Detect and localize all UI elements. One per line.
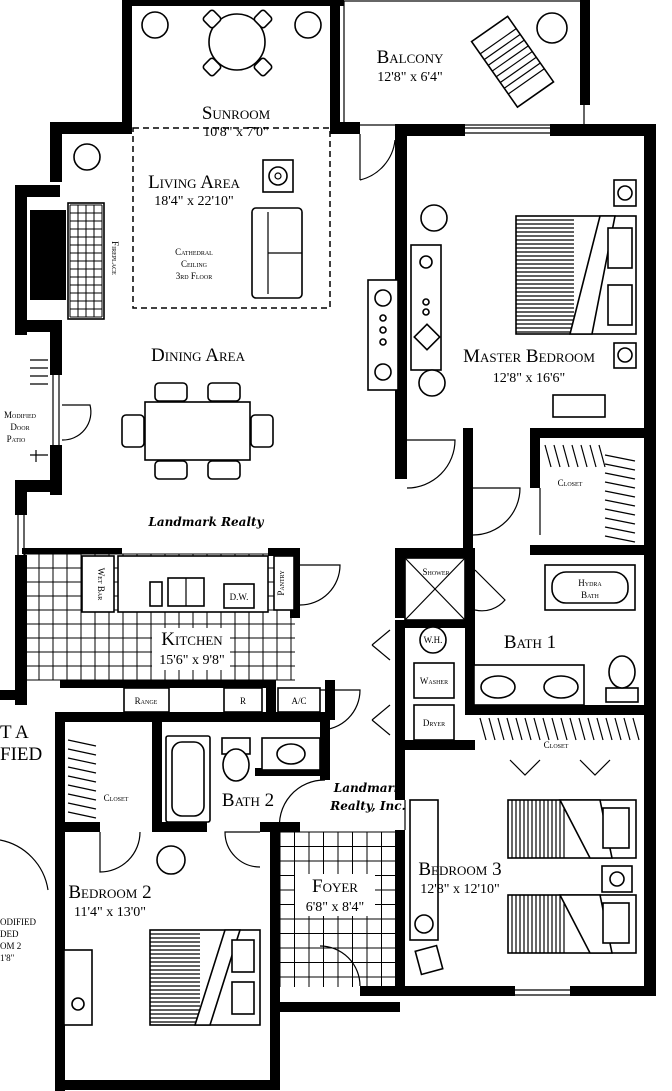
fireplace-grid: [69, 204, 103, 318]
dining-area-label: Dining Area: [151, 345, 246, 366]
foyer-label: Foyer: [312, 876, 358, 897]
dining-furniture: [121, 382, 274, 480]
patio-note-1: Modified: [4, 410, 37, 420]
bedroom2-label: Bedroom 2: [68, 882, 151, 903]
kitchen-dimensions: 15'6" x 9'8": [159, 653, 224, 668]
doors: [0, 134, 611, 987]
living-area-label: Living Area: [148, 172, 240, 193]
ceiling-note-1: Cathedral: [175, 247, 213, 257]
bath1-label: Bath 1: [504, 632, 556, 653]
edge-text-fied: FIED: [0, 744, 42, 765]
ceiling-note-3: 3rd Floor: [176, 271, 212, 281]
bath1-fixtures: [404, 557, 639, 741]
ac-label: A/C: [291, 696, 306, 706]
pantry-label: Pantry: [276, 570, 286, 596]
refrigerator-label: R: [240, 696, 246, 706]
sunroom-label: Sunroom: [202, 103, 271, 124]
washer-label: Washer: [420, 676, 448, 686]
edge-note-1: ODIFIED: [0, 917, 36, 927]
edge-note-4: 1'8": [0, 953, 15, 963]
edge-text-a: T A: [0, 722, 29, 743]
bedroom2-dimensions: 11'4" x 13'0": [74, 905, 146, 920]
master-furniture: [410, 179, 637, 418]
bedroom3-furniture: [409, 799, 637, 976]
hydra-label-2: Bath: [581, 590, 599, 600]
edge-note-3: OM 2: [0, 941, 21, 951]
bedroom2-closet-label: Closet: [104, 793, 129, 803]
bedroom3-closet-label: Closet: [544, 740, 569, 750]
ceiling-note-2: Ceiling: [181, 259, 208, 269]
hydra-label-1: Hydra: [578, 578, 602, 588]
patio-door-marks: [30, 359, 48, 462]
sunroom-furniture: [141, 9, 322, 77]
cathedral-ceiling-outline: [132, 127, 331, 309]
kitchen-label-bg: [152, 628, 230, 670]
balcony-dimensions: 12'8" x 6'4": [377, 70, 442, 85]
patio-note-2: Door: [10, 422, 29, 432]
island: [367, 279, 399, 391]
dryer-label: Dryer: [423, 718, 445, 728]
foyer-label-bg: [295, 874, 375, 916]
bath2-label: Bath 2: [222, 790, 274, 811]
wet-bar-label: Wet Bar: [96, 568, 106, 600]
balcony-label: Balcony: [377, 47, 444, 68]
water-heater-label: W.H.: [424, 635, 443, 645]
sunroom-dimensions: 10'8" x 7'0": [203, 125, 268, 140]
kitchen-fixtures: [81, 555, 321, 713]
bath2-fixtures: [165, 735, 321, 823]
balcony-furniture: [470, 12, 568, 109]
range-label: Range: [135, 696, 158, 706]
bedroom3-label: Bedroom 3: [418, 859, 501, 880]
bedroom2-closet: [67, 739, 97, 819]
living-area-dimensions: 18'4" x 22'10": [154, 194, 233, 209]
bedroom3-closet: [479, 717, 640, 741]
shower-label: Shower: [422, 567, 449, 577]
foyer-dimensions: 6'8" x 8'4": [306, 900, 364, 915]
edge-note-2: DED: [0, 929, 19, 939]
kitchen-label: Kitchen: [161, 629, 223, 650]
master-bedroom-label: Master Bedroom: [463, 346, 595, 367]
windows: [17, 127, 654, 1089]
master-closet-label: Closet: [558, 478, 583, 488]
master-closet: [544, 444, 636, 543]
watermark-landmark: Landmark: [333, 781, 402, 795]
watermark-landmark-realty: Landmark Realty: [147, 515, 264, 529]
watermark-realty-inc: Realty, Inc.: [329, 799, 406, 813]
fireplace-label: Fireplace: [110, 241, 120, 275]
walls: [0, 0, 656, 1091]
dishwasher-label: D.W.: [230, 592, 249, 602]
living-furniture: [67, 143, 303, 320]
master-bedroom-dimensions: 12'8" x 16'6": [493, 371, 565, 386]
patio-note-3: Patio: [7, 434, 26, 444]
bedroom3-dimensions: 12'8" x 12'10": [420, 882, 499, 897]
bedroom2-furniture: [63, 845, 261, 1026]
